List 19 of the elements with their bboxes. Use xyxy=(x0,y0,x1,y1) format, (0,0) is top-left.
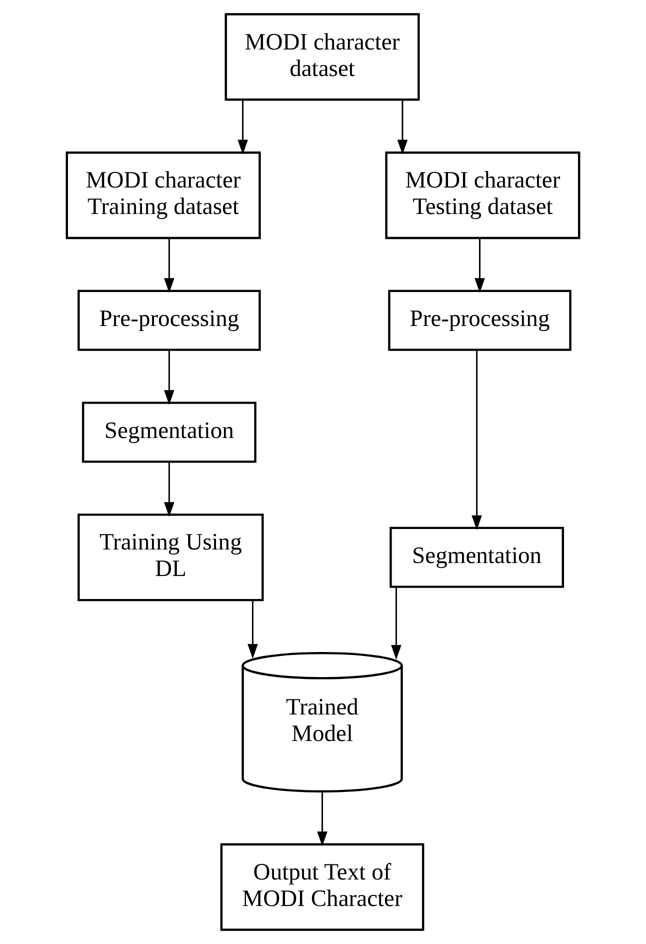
node-box: Training Using DL xyxy=(78,514,264,602)
arrow xyxy=(474,238,485,293)
node-box: Pre-processing xyxy=(78,290,261,351)
node-box: Segmentation xyxy=(82,402,256,463)
arrow xyxy=(317,792,328,846)
arrow xyxy=(164,238,174,293)
node-box: MODI character Training dataset xyxy=(66,152,261,240)
node-box: MODI character dataset xyxy=(224,13,420,101)
arrow xyxy=(397,100,408,154)
arrow xyxy=(248,600,258,659)
node-box: Pre-processing xyxy=(388,290,572,351)
arrow xyxy=(164,462,174,517)
arrow xyxy=(164,350,174,405)
arrow xyxy=(391,586,402,660)
node-box: MODI character Testing dataset xyxy=(385,152,580,240)
arrow xyxy=(238,100,248,155)
arrow xyxy=(472,350,482,530)
node-box: Segmentation xyxy=(390,526,564,588)
node-box: Output Text of MODI Character xyxy=(220,843,424,931)
